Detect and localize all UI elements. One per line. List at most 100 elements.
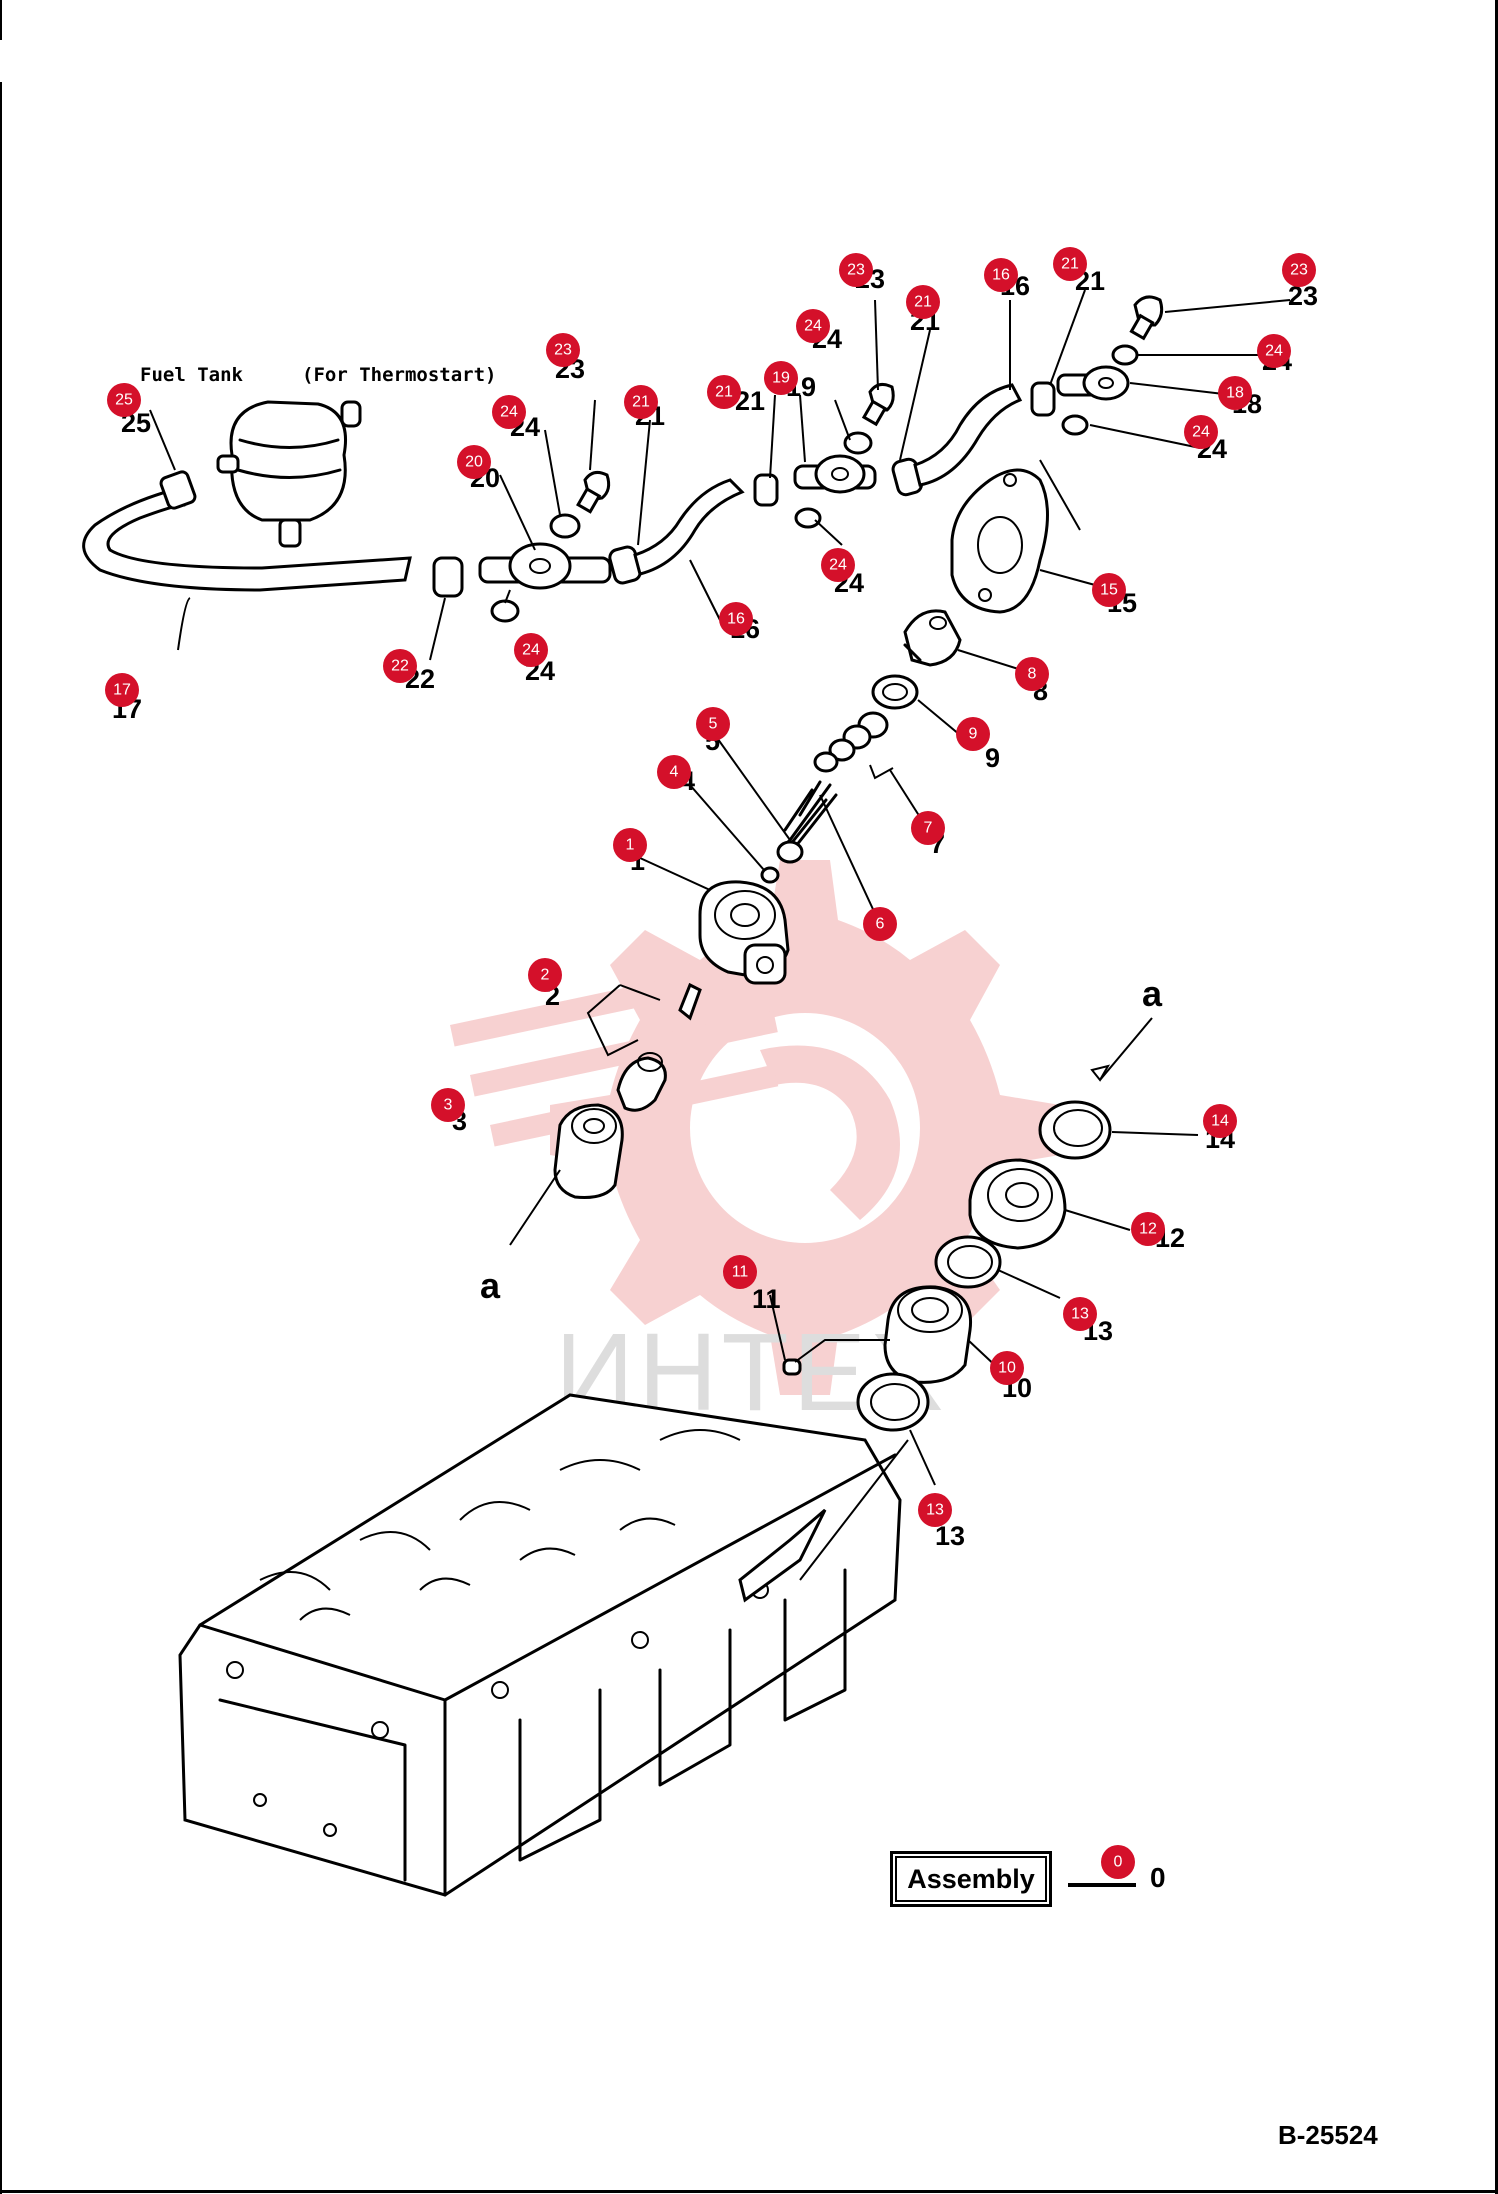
watermark-hook	[760, 1045, 900, 1220]
callout-number-9: 9	[969, 726, 978, 743]
callout-circle-12	[1131, 1212, 1165, 1246]
callout-circle-3	[431, 1088, 465, 1122]
callout-23c: 23	[1282, 253, 1316, 287]
callout-number-23c: 23	[1290, 262, 1308, 279]
assembly-label-box: Assembly	[890, 1851, 1052, 1907]
view-marker-a-left: a	[480, 1265, 501, 1306]
banjo-joint-20-icon	[478, 542, 612, 590]
callout-24f: 24	[1184, 415, 1218, 449]
callout-circle-4	[657, 755, 691, 789]
callout-circle-16b	[984, 258, 1018, 292]
holder-12-icon	[968, 1158, 1067, 1250]
callout-circle-5	[696, 707, 730, 741]
callout-circle-8	[1015, 657, 1049, 691]
nipple-8-icon	[903, 609, 962, 667]
washer-24-18-lower-icon	[1061, 414, 1089, 436]
callout-number-22: 22	[391, 658, 409, 675]
callout-0: 0	[1101, 1845, 1135, 1879]
clip-21b-icon	[753, 473, 779, 507]
callout-24e: 24	[1257, 334, 1291, 368]
callout-13a: 13	[1063, 1297, 1097, 1331]
callout-circle-6	[863, 907, 897, 941]
banjo-bolt-23-icon	[576, 470, 611, 514]
callout-circle-22	[383, 649, 417, 683]
callout-number-25: 25	[115, 392, 133, 409]
frame-left-border-lower	[0, 82, 2, 2194]
callout-circle-21d	[1053, 247, 1087, 281]
callout-circle-18	[1218, 376, 1252, 410]
valve-kit-7-icon	[813, 711, 894, 780]
nut-3-icon	[553, 1103, 624, 1199]
callout-circle-21c	[906, 285, 940, 319]
callout-number-23b: 23	[847, 262, 865, 279]
callout-21c: 21	[906, 285, 940, 319]
callout-7: 7	[911, 811, 945, 845]
callout-number-24f: 24	[1192, 424, 1210, 441]
callout-number-4: 4	[670, 764, 679, 781]
fuel-tank-caption-note: (For Thermostart)	[302, 364, 496, 386]
callout-number-21a: 21	[632, 394, 650, 411]
clip-21d-icon	[1030, 381, 1056, 417]
callout-24c: 24	[796, 309, 830, 343]
callout-number-21b: 21	[715, 384, 733, 401]
hose-17-icon	[82, 470, 412, 592]
callout-circle-1	[613, 828, 647, 862]
callout-circle-24a	[492, 395, 526, 429]
callout-number-20: 20	[465, 454, 483, 471]
callout-circle-14	[1203, 1104, 1237, 1138]
banjo-bolt-23b-icon	[861, 382, 895, 427]
callout-circle-16a	[719, 602, 753, 636]
sleeve-10-icon	[883, 1285, 973, 1384]
callout-circle-23a	[546, 333, 580, 367]
callout-circle-10	[990, 1351, 1024, 1385]
callout-circle-24d	[821, 548, 855, 582]
callout-circle-24b	[514, 633, 548, 667]
frame-bottom-border	[0, 2190, 1498, 2193]
callout-number-14: 14	[1211, 1113, 1229, 1130]
callout-number-24c: 24	[804, 318, 822, 335]
callout-number-1: 1	[626, 837, 635, 854]
banjo-joint-18-icon	[1056, 365, 1130, 401]
callout-circle-0	[1101, 1845, 1135, 1879]
callout-number-3: 3	[444, 1097, 453, 1114]
fuel-tank-caption: Fuel Tank	[140, 364, 244, 386]
callout-16b: 16	[984, 258, 1018, 292]
callout-circle-13b	[918, 1493, 952, 1527]
flange-15-icon	[950, 468, 1049, 614]
callout-number-7: 7	[924, 820, 933, 837]
callout-17: 17	[105, 673, 139, 707]
valve-body-1-icon	[698, 880, 790, 985]
callout-number-19: 19	[772, 370, 790, 387]
callout-number-0: 0	[1114, 1854, 1123, 1871]
hose-16b-icon	[913, 383, 1023, 487]
view-marker-a-right: a	[1142, 973, 1163, 1014]
callout-number-24a: 24	[500, 404, 518, 421]
callout-circle-19	[764, 361, 798, 395]
callout-number-24b: 24	[522, 642, 540, 659]
callout-24b: 24	[514, 633, 548, 667]
frame-right-border	[1495, 0, 1498, 2194]
callout-12: 12	[1131, 1212, 1165, 1246]
callout-9: 9	[956, 717, 990, 751]
callout-18: 18	[1218, 376, 1252, 410]
callout-number-15: 15	[1100, 582, 1118, 599]
callout-number-13b: 13	[926, 1502, 944, 1519]
callout-circle-25	[107, 383, 141, 417]
callout-circle-21b	[707, 375, 741, 409]
banjo-joint-19-icon	[793, 454, 877, 494]
callout-circle-24f	[1184, 415, 1218, 449]
callout-24d: 24	[821, 548, 855, 582]
callout-number-5: 5	[709, 716, 718, 733]
callout-circle-24c	[796, 309, 830, 343]
callout-24a: 24	[492, 395, 526, 429]
callout-circle-23b	[839, 253, 873, 287]
callout-23a: 23	[546, 333, 580, 367]
leader-lines	[149, 289, 1291, 1581]
washer-24-lower-icon	[490, 599, 520, 623]
callout-number-18: 18	[1226, 385, 1244, 402]
callout-23b: 23	[839, 253, 873, 287]
callout-circle-21a	[624, 385, 658, 419]
callout-21d: 21	[1053, 247, 1087, 281]
drawing-code: B-25524	[1278, 2120, 1378, 2150]
